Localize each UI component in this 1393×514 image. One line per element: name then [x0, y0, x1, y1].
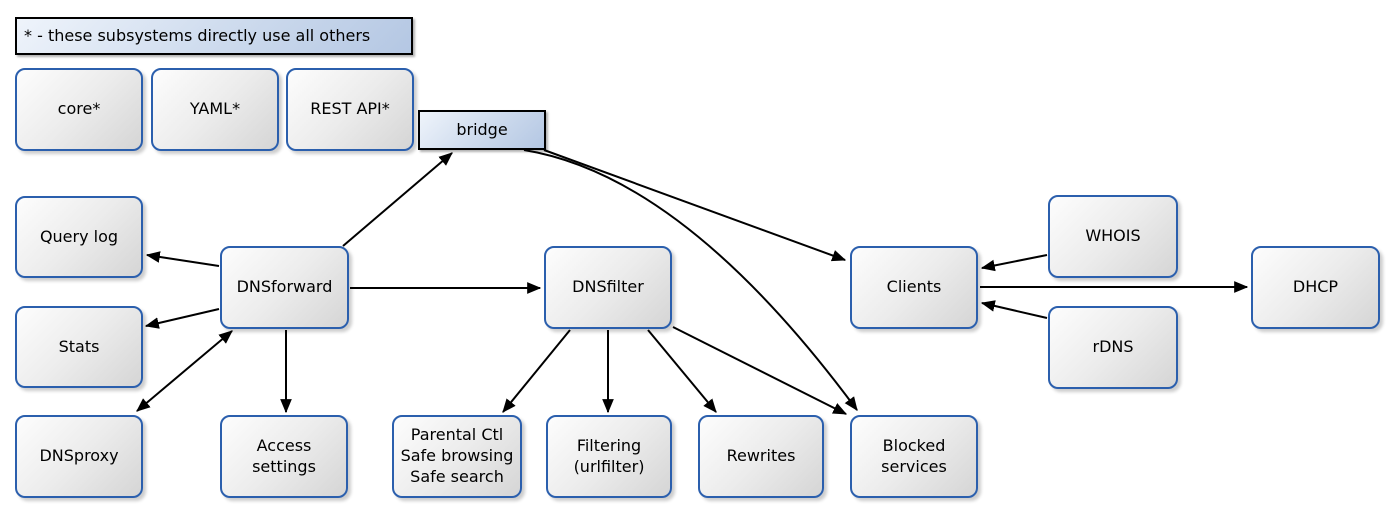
legend-note: * - these subsystems directly use all ot…	[15, 17, 413, 55]
node-dhcp: DHCP	[1251, 246, 1380, 329]
edge-dnsproxy-dnsforward	[136, 330, 233, 412]
node-filtering: Filtering (urlfilter)	[546, 415, 672, 498]
edge-whois-clients	[980, 254, 1048, 272]
node-stats: Stats	[15, 306, 143, 388]
node-core: core*	[15, 68, 143, 151]
node-rest-api: REST API*	[286, 68, 414, 151]
edge-bridge-blocked	[523, 149, 858, 411]
edge-bridge-clients	[543, 149, 847, 262]
edge-dnsforward-querylog	[145, 251, 220, 267]
node-dnsforward: DNSforward	[220, 246, 349, 329]
node-yaml: YAML*	[151, 68, 279, 151]
node-dnsproxy: DNSproxy	[15, 415, 143, 498]
node-rewrites: Rewrites	[698, 415, 824, 498]
node-rdns: rDNS	[1048, 306, 1178, 389]
edge-dnsforward-stats	[144, 308, 220, 329]
node-whois: WHOIS	[1048, 195, 1178, 278]
edge-dnsfilter-parental	[502, 329, 571, 413]
node-blocked-services: Blocked services	[850, 415, 978, 498]
node-dnsfilter: DNSfilter	[544, 246, 672, 329]
node-clients: Clients	[850, 246, 978, 329]
edge-dnsfilter-blocked	[672, 326, 848, 415]
node-parental: Parental Ctl Safe browsing Safe search	[392, 415, 522, 498]
node-bridge: bridge	[418, 110, 546, 150]
node-query-log: Query log	[15, 196, 143, 278]
edge-dnsforward-bridge	[342, 152, 453, 247]
edge-rdns-clients	[980, 300, 1048, 319]
node-access-settings: Access settings	[220, 415, 348, 498]
edge-dnsfilter-rewrites	[647, 329, 717, 413]
